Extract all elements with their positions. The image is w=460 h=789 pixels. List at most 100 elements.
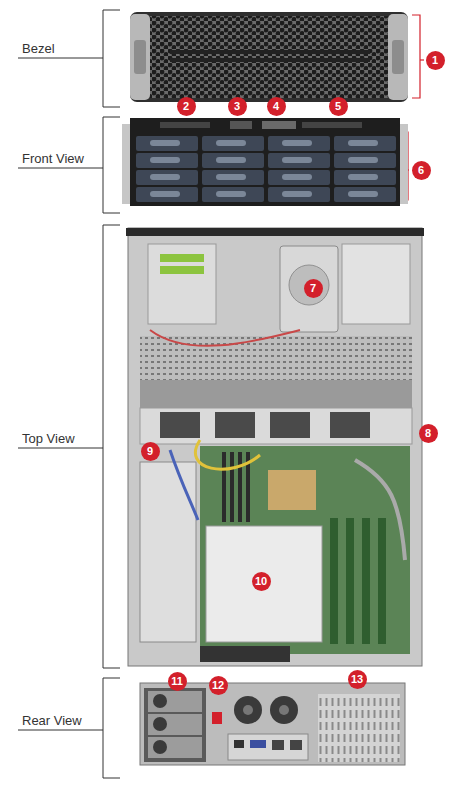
section-label-holder: Front View: [22, 151, 84, 166]
callout-marker: 2: [177, 97, 196, 116]
top-view-drawing-part: [342, 244, 410, 324]
callout-number: 3: [228, 97, 247, 116]
callout-brackets-part: [412, 15, 420, 98]
rear-view-drawing-part: [212, 712, 222, 724]
front-view-drawing-part: [262, 121, 296, 129]
callout-marker: 11: [168, 672, 187, 691]
callout-number: 10: [252, 572, 271, 591]
callout-marker: 7: [304, 279, 323, 298]
callout-marker: 10: [252, 572, 271, 591]
bezel-drawing-part: [170, 50, 370, 54]
rear-view-drawing-part: [153, 740, 167, 754]
section-brackets-part: [18, 448, 103, 449]
front-view-drawing-part-part: [202, 136, 264, 151]
front-view-drawing-part-part: [282, 174, 312, 180]
top-view-drawing-part: [268, 470, 316, 510]
front-view-drawing-part-part: [216, 174, 246, 180]
rear-view-drawing-part: [148, 714, 202, 735]
top-view-drawing-part: [330, 518, 386, 644]
top-view-drawing-part-part: [362, 518, 370, 644]
callout-marker: 9: [141, 442, 160, 461]
top-view-drawing-part-part: [222, 452, 226, 522]
section-brackets-part: [103, 678, 120, 778]
front-view-drawing-part-part: [150, 140, 180, 146]
front-view-drawing-part: [230, 121, 252, 129]
top-view-drawing-part-part: [330, 518, 338, 644]
front-view-drawing-part-part: [202, 170, 264, 185]
callout-marker: 1: [426, 51, 445, 70]
rear-view-drawing-part: [148, 737, 202, 758]
section-label: Top View: [22, 431, 75, 446]
top-view-drawing-part: [140, 462, 196, 642]
rear-view-drawing-part: [279, 705, 289, 715]
front-view-drawing-part-part: [348, 157, 378, 163]
top-view-drawing-part: [280, 246, 338, 332]
section-brackets-part: [103, 117, 120, 213]
front-view-drawing-part-part: [268, 170, 330, 185]
front-view-drawing-part-part: [136, 136, 198, 151]
top-view-drawing-part-part: [230, 452, 234, 522]
front-view-drawing-part-part: [202, 187, 264, 202]
rear-view-drawing: [140, 683, 405, 765]
callout-marker: 5: [329, 97, 348, 116]
front-view-drawing-part-part: [282, 157, 312, 163]
section-label-holder: Bezel: [22, 41, 55, 56]
front-view-drawing-part-part: [334, 187, 396, 202]
top-view-drawing-part: [140, 408, 412, 444]
front-view-drawing-part: [302, 122, 362, 128]
callout-number: 8: [419, 424, 438, 443]
front-view-drawing-part-part: [216, 140, 246, 146]
rear-view-drawing-part: [250, 740, 266, 748]
callout-number: 7: [304, 279, 323, 298]
bezel-drawing: [130, 12, 408, 102]
front-view-drawing-part-part: [348, 174, 378, 180]
top-view-drawing-part: [128, 228, 422, 666]
rear-view-drawing-part: [140, 683, 405, 765]
bezel-drawing-part: [388, 14, 408, 100]
callout-marker: 4: [267, 97, 286, 116]
callout-number: 12: [209, 676, 228, 695]
top-view-drawing-part-part: [160, 412, 200, 438]
callout-number: 6: [412, 161, 431, 180]
rear-view-drawing-part: [234, 696, 262, 724]
rear-view-drawing-part: [153, 717, 167, 731]
top-view-drawing-part-part: [238, 452, 242, 522]
callout-number: 4: [267, 97, 286, 116]
bezel-drawing-part: [150, 16, 388, 98]
front-view-drawing-part-part: [268, 187, 330, 202]
bezel-drawing-part: [392, 40, 404, 74]
top-view-drawing-part: [170, 450, 198, 520]
callout-brackets-part: [408, 169, 409, 170]
callout-marker: 3: [228, 97, 247, 116]
callout-brackets-part: [420, 59, 424, 60]
section-label: Front View: [22, 151, 84, 166]
section-brackets-part: [18, 58, 103, 59]
top-view-drawing-part: [160, 254, 204, 262]
top-view-drawing-part: [160, 412, 370, 438]
rear-view-drawing-part: [270, 696, 298, 724]
top-view-drawing: [126, 228, 424, 666]
section-brackets-part: [18, 730, 103, 731]
front-view-drawing-part-part: [202, 153, 264, 168]
section-brackets: [18, 10, 120, 778]
callout-number: 11: [168, 672, 187, 691]
callout-marker: 6: [412, 161, 431, 180]
section-label: Bezel: [22, 41, 55, 56]
front-view-drawing-part-part: [216, 191, 246, 197]
callout-marker: 12: [209, 676, 228, 695]
section-brackets-part: [103, 225, 120, 668]
section-label: Rear View: [22, 713, 82, 728]
rear-view-drawing-part: [234, 740, 244, 748]
top-view-drawing-part-part: [270, 412, 310, 438]
top-view-drawing-part: [126, 228, 424, 236]
front-view-drawing-part: [150, 140, 378, 197]
section-label-holder: Rear View: [22, 713, 82, 728]
front-view-drawing-part-part: [150, 191, 180, 197]
front-view-drawing-part: [160, 122, 210, 128]
rear-view-drawing-part: [153, 694, 167, 708]
front-view-drawing-part: [136, 136, 396, 202]
front-view-drawing-part-part: [282, 140, 312, 146]
